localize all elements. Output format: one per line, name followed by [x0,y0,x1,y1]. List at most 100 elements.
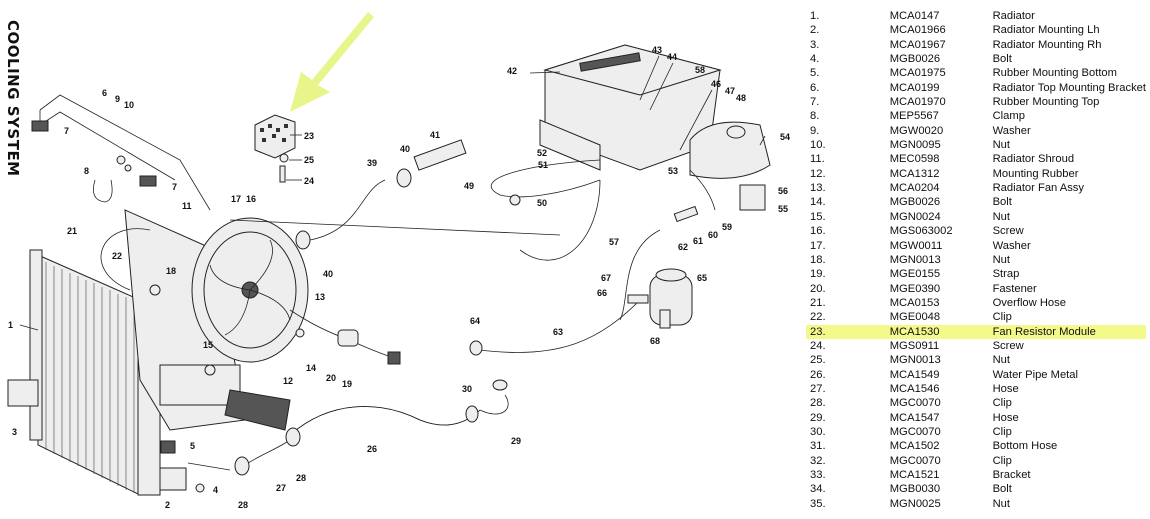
svg-text:41: 41 [430,130,440,140]
radiator-mounting-rh [7,379,39,407]
highlight-arrow [290,12,374,112]
top-hose [309,179,386,241]
part-num: 29. [810,411,826,424]
part-desc: Nut [992,354,1011,367]
part-code: MCA1546 [889,382,940,395]
part-code: MGS063002 [889,225,953,238]
svg-text:57: 57 [609,237,619,247]
part-num: 31. [810,440,826,453]
mounting-rubber [224,389,291,431]
part-code: MGC0070 [889,397,941,410]
part-code: MGE0048 [889,311,941,324]
svg-text:48: 48 [736,93,746,103]
hose-49 [490,159,601,198]
radiator-top-bracket [39,94,211,211]
svg-text:29: 29 [511,436,521,446]
svg-text:56: 56 [778,186,788,196]
part-code: MCA1502 [889,440,940,453]
part-num: 23. [806,324,890,339]
part-desc: Fan Resistor Module [992,324,1146,339]
hose-63 [479,299,641,353]
rubber-mounting-bottom [160,440,176,454]
part-code: MGC0070 [889,454,941,467]
svg-text:19: 19 [342,379,352,389]
svg-text:3: 3 [12,427,17,437]
part-code: MGE0155 [889,268,941,281]
svg-text:6: 6 [102,88,107,98]
part-desc: Hose [992,382,1019,395]
svg-text:68: 68 [650,336,660,346]
svg-text:49: 49 [464,181,474,191]
svg-text:51: 51 [538,160,548,170]
part-num: 30. [810,425,826,438]
part-desc: Strap [992,268,1020,281]
part-desc: Radiator Top Mounting Bracket [992,81,1146,94]
part-code: MCA0204 [889,182,940,195]
hose-27 [244,439,291,466]
part-num: 22. [810,311,826,324]
svg-text:8: 8 [84,166,89,176]
part-desc: Mounting Rubber [992,167,1079,180]
part-desc: Nut [992,497,1011,510]
part-num: 3. [810,38,820,51]
svg-text:64: 64 [470,316,480,326]
part-desc: Clip [992,425,1012,438]
part-desc: Screw [992,225,1024,238]
part-num: 32. [810,454,826,467]
part-code: MEP5567 [889,110,939,123]
svg-text:28: 28 [296,473,306,483]
part-num: 13. [810,182,826,195]
svg-text:20: 20 [326,373,336,383]
svg-text:13: 13 [315,292,325,302]
part-code: MGE0390 [889,282,941,295]
svg-text:9: 9 [115,94,120,104]
part-num: 8. [810,110,820,123]
part-code: MCA1530 [889,324,993,339]
part-num: 27. [810,382,826,395]
part-num: 7. [810,96,820,109]
part-desc: Clip [992,454,1012,467]
part-num: 20. [810,282,826,295]
part-num: 25. [810,354,826,367]
svg-text:62: 62 [678,242,688,252]
hose-57 [519,179,601,261]
part-code: MGB0026 [889,196,941,209]
part-num: 35. [810,497,826,510]
svg-text:1: 1 [8,320,13,330]
part-desc: Rubber Mounting Top [992,96,1100,109]
svg-text:40: 40 [323,269,333,279]
svg-text:63: 63 [553,327,563,337]
svg-text:61: 61 [693,236,703,246]
svg-text:10: 10 [124,100,134,110]
svg-text:60: 60 [708,230,718,240]
part-desc: Bolt [992,53,1012,66]
svg-text:27: 27 [276,483,286,493]
svg-text:50: 50 [537,198,547,208]
part-desc: Radiator Shroud [992,153,1075,166]
part-code: MGS0911 [889,339,940,352]
hose-59 [689,169,716,211]
svg-text:65: 65 [697,273,707,283]
svg-text:22: 22 [112,251,122,261]
svg-text:7: 7 [172,182,177,192]
part-num: 4. [810,53,820,66]
washer-reservoir [649,268,693,329]
header-tank [539,44,722,171]
